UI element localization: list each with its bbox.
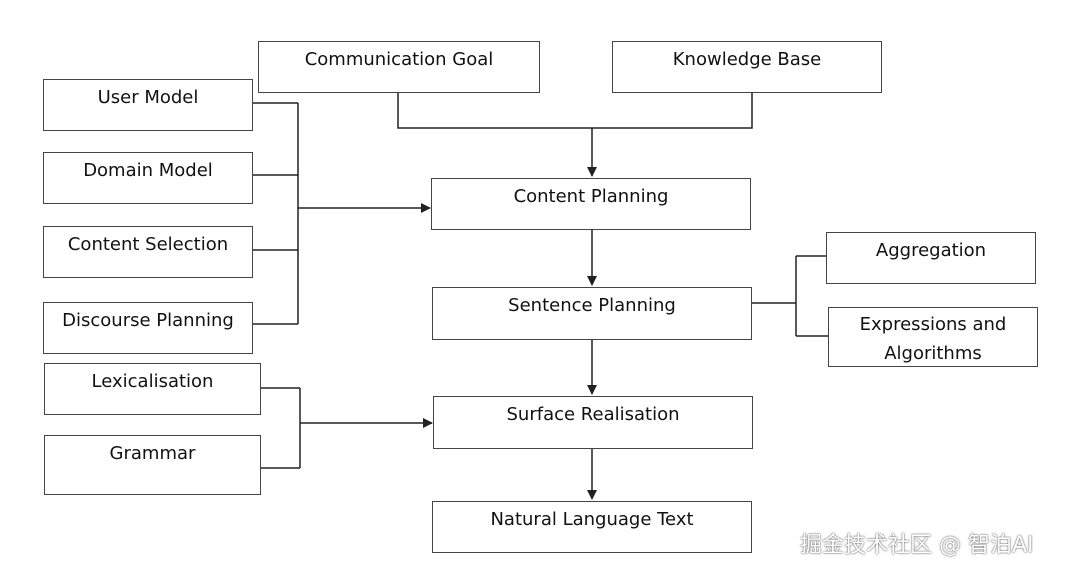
content-planning-label: Content Planning — [513, 186, 669, 207]
content-selection-box: Content Selection — [43, 226, 253, 278]
communication-goal-label: Communication Goal — [304, 49, 494, 70]
expressions-and-algorithms-box: Expressions and Algorithms — [828, 307, 1038, 367]
expressions-and-algorithms-label-line-2: Algorithms — [884, 343, 982, 364]
surface-realisation-box: Surface Realisation — [433, 396, 753, 449]
domain-model-box: Domain Model — [43, 152, 253, 204]
aggregation-label: Aggregation — [875, 240, 987, 261]
grammar-box: Grammar — [44, 435, 261, 495]
natural-language-text-label: Natural Language Text — [490, 509, 694, 530]
user-model-label: User Model — [97, 87, 199, 108]
domain-model-label: Domain Model — [83, 160, 213, 181]
sentence-planning-box: Sentence Planning — [432, 287, 752, 340]
watermark-text: 掘金技术社区 @ 智泊AI — [800, 533, 1034, 558]
discourse-planning-box: Discourse Planning — [43, 302, 253, 354]
aggregation-box: Aggregation — [826, 232, 1036, 284]
content-selection-label: Content Selection — [67, 234, 229, 255]
knowledge-base-label: Knowledge Base — [672, 49, 822, 70]
user-model-box: User Model — [43, 79, 253, 131]
grammar-label: Grammar — [109, 443, 196, 464]
expressions-and-algorithms-label-line-1: Expressions and — [859, 314, 1007, 335]
natural-language-text-box: Natural Language Text — [432, 501, 752, 553]
knowledge-base-box: Knowledge Base — [612, 41, 882, 93]
lexicalisation-label: Lexicalisation — [91, 371, 214, 392]
lexicalisation-box: Lexicalisation — [44, 363, 261, 415]
connector-goal-knowledge — [397, 93, 753, 129]
content-planning-box: Content Planning — [431, 178, 751, 230]
sentence-planning-label: Sentence Planning — [508, 295, 676, 316]
surface-realisation-label: Surface Realisation — [506, 404, 680, 425]
discourse-planning-label: Discourse Planning — [62, 310, 234, 331]
communication-goal-box: Communication Goal — [258, 41, 540, 93]
